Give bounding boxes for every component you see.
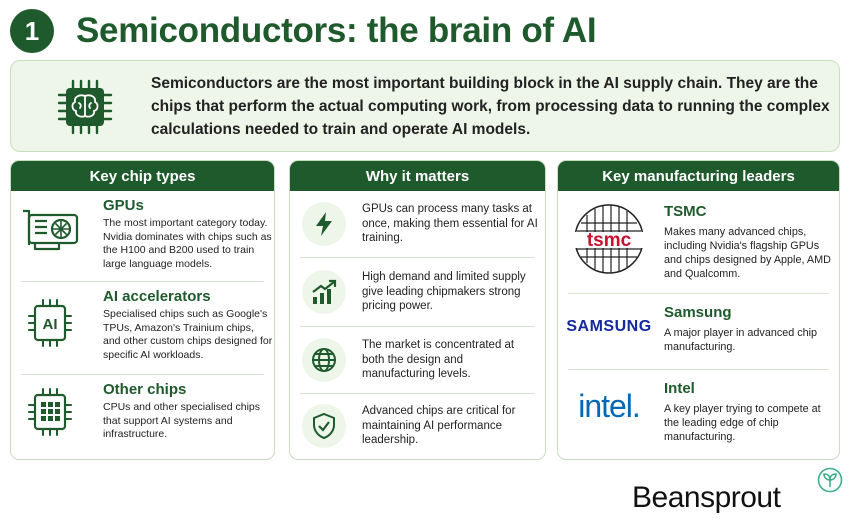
brand-name: Beansprout bbox=[632, 481, 781, 514]
divider bbox=[568, 369, 829, 370]
leader-desc: A key player trying to compete at the le… bbox=[664, 403, 821, 443]
panel-heading: Key manufacturing leaders bbox=[558, 161, 839, 191]
why-text: The market is concentrated at both the d… bbox=[362, 339, 515, 380]
divider bbox=[21, 374, 264, 375]
intel-logo: intel. bbox=[578, 387, 641, 424]
globe-icon bbox=[302, 338, 346, 382]
leader-item-tsmc: tsmc TSMC Makes many advanced chips, inc… bbox=[558, 191, 839, 293]
panel-heading: Key chip types bbox=[11, 161, 274, 191]
gpu-card-icon bbox=[23, 209, 79, 251]
lightning-icon bbox=[302, 202, 346, 246]
divider bbox=[300, 326, 535, 327]
brain-chip-icon bbox=[57, 79, 113, 135]
manufacturing-leaders-panel: Key manufacturing leaders tsmc TSMC Make… bbox=[557, 160, 840, 460]
svg-text:AI: AI bbox=[43, 316, 58, 333]
leader-title: TSMC bbox=[664, 203, 707, 220]
chip-type-title: AI accelerators bbox=[103, 288, 211, 305]
processor-chip-icon bbox=[28, 388, 72, 436]
section-number-badge: 1 bbox=[10, 9, 54, 53]
divider bbox=[21, 281, 264, 282]
why-item: High demand and limited supply give lead… bbox=[290, 258, 545, 326]
leader-item-samsung: SAMSUNG Samsung A major player in advanc… bbox=[558, 294, 839, 369]
intro-text: Semiconductors are the most important bu… bbox=[151, 75, 830, 138]
chip-type-title: GPUs bbox=[103, 197, 144, 214]
why-item: GPUs can process many tasks at once, mak… bbox=[290, 191, 545, 257]
chip-type-title: Other chips bbox=[103, 381, 187, 398]
tsmc-logo-mark: tsmc bbox=[573, 204, 645, 274]
panel-heading: Why it matters bbox=[290, 161, 545, 191]
why-it-matters-panel: Why it matters GPUs can process many tas… bbox=[289, 160, 546, 460]
shield-check-icon bbox=[302, 404, 346, 448]
header: 1 Semiconductors: the brain of AI bbox=[10, 8, 597, 54]
key-chip-types-panel: Key chip types GPUs The most important c… bbox=[10, 160, 275, 460]
tsmc-logo: tsmc bbox=[568, 201, 650, 277]
divider bbox=[568, 293, 829, 294]
intro-box: Semiconductors are the most important bu… bbox=[10, 60, 840, 152]
leader-item-intel: intel. Intel A key player trying to comp… bbox=[558, 370, 839, 459]
ai-chip-icon: AI bbox=[28, 299, 72, 347]
samsung-logo: SAMSUNG bbox=[566, 318, 652, 335]
brand-logo: Beansprout bbox=[632, 467, 843, 517]
chip-type-desc: Specialised chips such as Google's TPUs,… bbox=[103, 308, 273, 361]
why-item: Advanced chips are critical for maintain… bbox=[290, 394, 545, 459]
leader-desc: Makes many advanced chips, including Nvi… bbox=[664, 226, 831, 280]
growth-chart-icon bbox=[302, 270, 346, 314]
leader-title: Samsung bbox=[664, 304, 732, 321]
leader-desc: A major player in advanced chip manufact… bbox=[664, 327, 818, 353]
sprout-icon bbox=[817, 467, 843, 493]
why-text: GPUs can process many tasks at once, mak… bbox=[362, 203, 538, 244]
why-text: High demand and limited supply give lead… bbox=[362, 271, 526, 312]
page-title: Semiconductors: the brain of AI bbox=[76, 11, 597, 50]
why-text: Advanced chips are critical for maintain… bbox=[362, 405, 516, 446]
why-item: The market is concentrated at both the d… bbox=[290, 327, 545, 393]
divider bbox=[300, 393, 535, 394]
leader-title: Intel bbox=[664, 380, 695, 397]
tsmc-wordmark: tsmc bbox=[587, 230, 632, 251]
chip-type-item-gpus: GPUs The most important category today. … bbox=[11, 191, 274, 281]
divider bbox=[300, 257, 535, 258]
chip-type-item-other-chips: Other chips CPUs and other specialised c… bbox=[11, 375, 274, 459]
chip-type-desc: CPUs and other specialised chips that su… bbox=[103, 401, 260, 440]
chip-type-desc: The most important category today. Nvidi… bbox=[103, 217, 272, 270]
chip-type-item-ai-accelerators: AI AI accelerators Specialised chips suc… bbox=[11, 282, 274, 374]
